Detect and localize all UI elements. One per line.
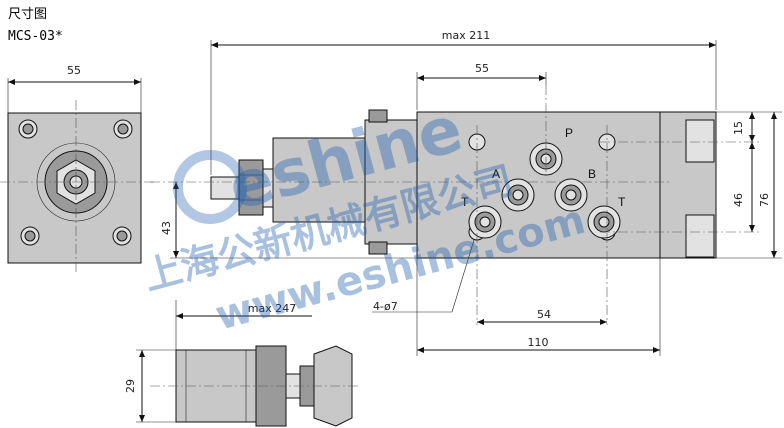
valve-block	[416, 111, 661, 259]
port-label-b: B	[588, 167, 596, 181]
dim-label-110: 110	[528, 336, 549, 349]
watermark-logo-icon	[173, 150, 247, 224]
dim-label-54: 54	[537, 308, 551, 321]
bolt-bottom-right	[112, 226, 132, 246]
dim-label-76: 76	[758, 193, 771, 207]
bolt-top-right	[113, 119, 133, 139]
port-t-right	[587, 205, 621, 239]
bottom-view: max 247 29	[124, 300, 360, 427]
bolt-bottom-left	[20, 226, 40, 246]
port-a	[501, 178, 535, 212]
dim-label-holes: 4-ø7	[373, 300, 398, 313]
dim-label-29: 29	[124, 379, 137, 393]
dim-label-max211: max 211	[442, 29, 490, 42]
bolt-top-left	[18, 119, 38, 139]
port-label-a: A	[492, 167, 500, 181]
lock-nut	[238, 159, 264, 216]
drawing-title: 尺寸图	[8, 7, 47, 22]
dim-label-55-top: 55	[475, 62, 489, 75]
port-label-t-right: T	[618, 195, 626, 209]
valve-cartridge	[272, 137, 366, 223]
port-label-t-left: T	[461, 195, 469, 209]
dim-label-43: 43	[160, 221, 173, 235]
port-b	[554, 178, 588, 212]
port-label-p: P	[565, 126, 573, 140]
dimensions-main: max 211 55 43 15 46 76	[160, 29, 782, 356]
dim-label-max247: max 247	[248, 302, 296, 315]
model-number: MCS-03*	[8, 29, 63, 44]
dim-label-15: 15	[732, 121, 745, 135]
port-t-left	[468, 205, 502, 239]
dim-label-46: 46	[732, 193, 745, 207]
dim-label-55-left: 55	[67, 64, 81, 77]
front-view: 55	[0, 64, 155, 275]
side-view: P A B T T	[150, 85, 760, 325]
hole-leader	[451, 239, 475, 313]
